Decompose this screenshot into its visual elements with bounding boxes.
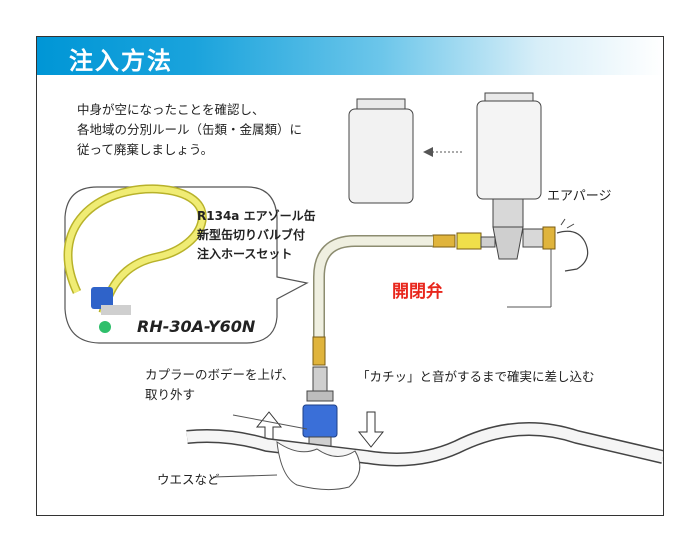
valve-knob-small (99, 321, 111, 333)
illustration (63, 92, 663, 491)
kit-line: R134a エアゾール缶 (197, 209, 316, 223)
coupler-note-line: カプラーのボデーを上げ、 (145, 367, 295, 382)
disposal-instruction: 中身が空になったことを確認し、 各地域の分別ルール（缶類・金属類）に 従って廃棄… (77, 100, 302, 160)
kit-line: 新型缶切りバルブ付 (197, 228, 306, 242)
hose-set-photo (63, 184, 207, 333)
coupler-note: カプラーのボデーを上げ、 取り外す (145, 365, 294, 405)
insert-note: 「カチッ」と音がするまで確実に差し込む (357, 369, 595, 384)
finger-icon (556, 230, 589, 272)
purge-label: エアパージ (547, 189, 612, 204)
diagram-frame: 注入方法 (36, 36, 664, 516)
coupler-assembly (302, 366, 338, 452)
valve-label: 開閉弁 (392, 282, 443, 302)
purge-knob (542, 226, 556, 250)
kit-name: R134a エアゾール缶 新型缶切りバルブ付 注入ホースセット (197, 207, 316, 264)
kit-line: 注入ホースセット (197, 247, 293, 261)
coupler-icon (302, 404, 338, 438)
coupler-note-line: 取り外す (145, 387, 196, 402)
mounted-can (476, 92, 542, 200)
can-tap-valve (492, 198, 556, 260)
coupler-icon-small (91, 287, 113, 309)
page-title: 注入方法 (69, 47, 173, 75)
cloth-icon (276, 440, 361, 491)
instruction-line: 中身が空になったことを確認し、 (77, 102, 265, 117)
kit-callout-bubble (64, 186, 309, 344)
empty-can (348, 98, 414, 204)
move-arrow-head (423, 147, 433, 157)
cloth-label: ウエスなど (157, 472, 220, 487)
down-arrow-icon (357, 411, 385, 448)
model-number: RH-30A-Y60N (137, 317, 256, 336)
instruction-line: 各地域の分別ルール（缶類・金属類）に (77, 122, 303, 137)
instruction-line: 従って廃棄しましょう。 (77, 142, 214, 157)
title-banner: 注入方法 (37, 37, 663, 75)
